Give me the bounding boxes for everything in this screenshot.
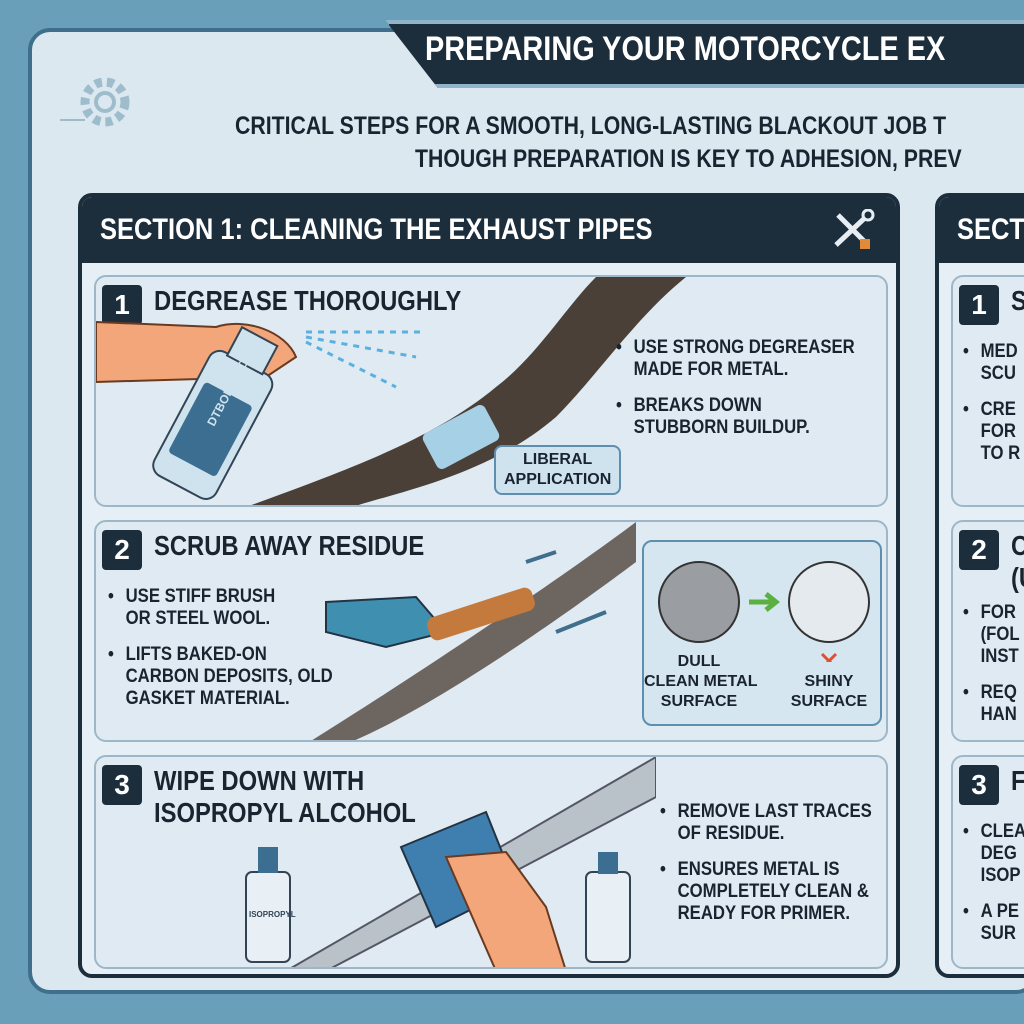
bullet: ENSURES METAL IS COMPLETELY CLEAN & READ… (660, 859, 872, 925)
step-2-card: 2 C (U FOR (FOL INST REQ HAN (951, 520, 1024, 742)
step-title: SCRUB AWAY RESIDUE (154, 530, 425, 561)
step-number: 2 (102, 530, 142, 570)
step-number: 3 (102, 765, 142, 805)
bullet: REMOVE LAST TRACES OF RESIDUE. (660, 801, 872, 845)
bullet: CRE FOR TO R (963, 399, 1020, 465)
bullet: LIFTS BAKED-ON CARBON DEPOSITS, OLD GASK… (108, 644, 333, 710)
step-number: 3 (959, 765, 999, 805)
comparison-illustration (658, 561, 870, 662)
step-number: 1 (959, 285, 999, 325)
subtitle-line-1: CRITICAL STEPS FOR A SMOOTH, LONG-LASTIN… (235, 112, 947, 140)
wrench-screwdriver-icon (834, 209, 875, 249)
section-1-header: SECTION 1: CLEANING THE EXHAUST PIPES (82, 197, 896, 263)
bullet: MED SCU (963, 341, 1020, 385)
step-title: S (1011, 285, 1024, 317)
step-title: F (1011, 765, 1024, 797)
section-2-panel: SECT 1 S MED SCU CRE FOR TO R 2 C (U FOR … (935, 193, 1024, 978)
step-title: C (U (1011, 530, 1024, 594)
bullet: USE STRONG DEGREASER MADE FOR METAL. (616, 337, 855, 381)
bullet: CLEA DEG ISOP (963, 821, 1024, 887)
section-2-header: SECT (939, 197, 1024, 263)
step-title: DEGREASE THOROUGHLY (154, 285, 462, 316)
bullet: REQ HAN (963, 682, 1020, 726)
bullet: FOR (FOL INST (963, 602, 1020, 668)
section-2-heading: SECT (957, 213, 1024, 246)
scrubbing-brush-illustration (312, 522, 636, 740)
bullet: BREAKS DOWN STUBBORN BUILDUP. (616, 395, 855, 439)
bullet: A PE SUR (963, 901, 1024, 945)
section-1-panel: SECTION 1: CLEANING THE EXHAUST PIPES 1 … (78, 193, 900, 978)
step-1-card: 1 S MED SCU CRE FOR TO R (951, 275, 1024, 507)
shiny-surface-label: SHINY SURFACE (790, 673, 868, 710)
step-title: WIPE DOWN WITH ISOPROPYL ALCOHOL (154, 765, 416, 829)
step-number: 1 (102, 285, 142, 325)
step-3-card: 3 WIPE DOWN WITH ISOPROPYL ALCOHOL ISOPR… (94, 755, 888, 969)
degrease-spray-illustration: DTBONG MDIAL (96, 277, 686, 505)
alcohol-bottle-label: ISOPROPYL (249, 910, 296, 919)
bullet: USE STIFF BRUSH OR STEEL WOOL. (108, 586, 333, 630)
section-1-heading: SECTION 1: CLEANING THE EXHAUST PIPES (100, 213, 653, 246)
subtitle-line-2: THOUGH PREPARATION IS KEY TO ADHESION, P… (415, 145, 962, 173)
liberal-application-callout: LIBERAL APPLICATION (494, 445, 622, 495)
step-number: 2 (959, 530, 999, 570)
step-3-card: 3 F CLEA DEG ISOP A PE SUR (951, 755, 1024, 969)
step-1-card: 1 DEGREASE THOROUGHLY DTBONG MDIAL LIBER… (94, 275, 888, 507)
gear-icon (60, 77, 130, 127)
surface-comparison-box: DULL CLEAN METAL SURFACE SHINY SURFACE (642, 540, 882, 726)
dull-surface-label: DULL CLEAN METAL SURFACE (644, 653, 758, 710)
page-title: PREPARING YOUR MOTORCYCLE EX (425, 30, 946, 68)
title-banner (385, 20, 1024, 88)
wipe-down-illustration: ISOPROPYL (245, 757, 656, 967)
step-2-card: 2 SCRUB AWAY RESIDUE USE STIFF BRUSH OR … (94, 520, 888, 742)
